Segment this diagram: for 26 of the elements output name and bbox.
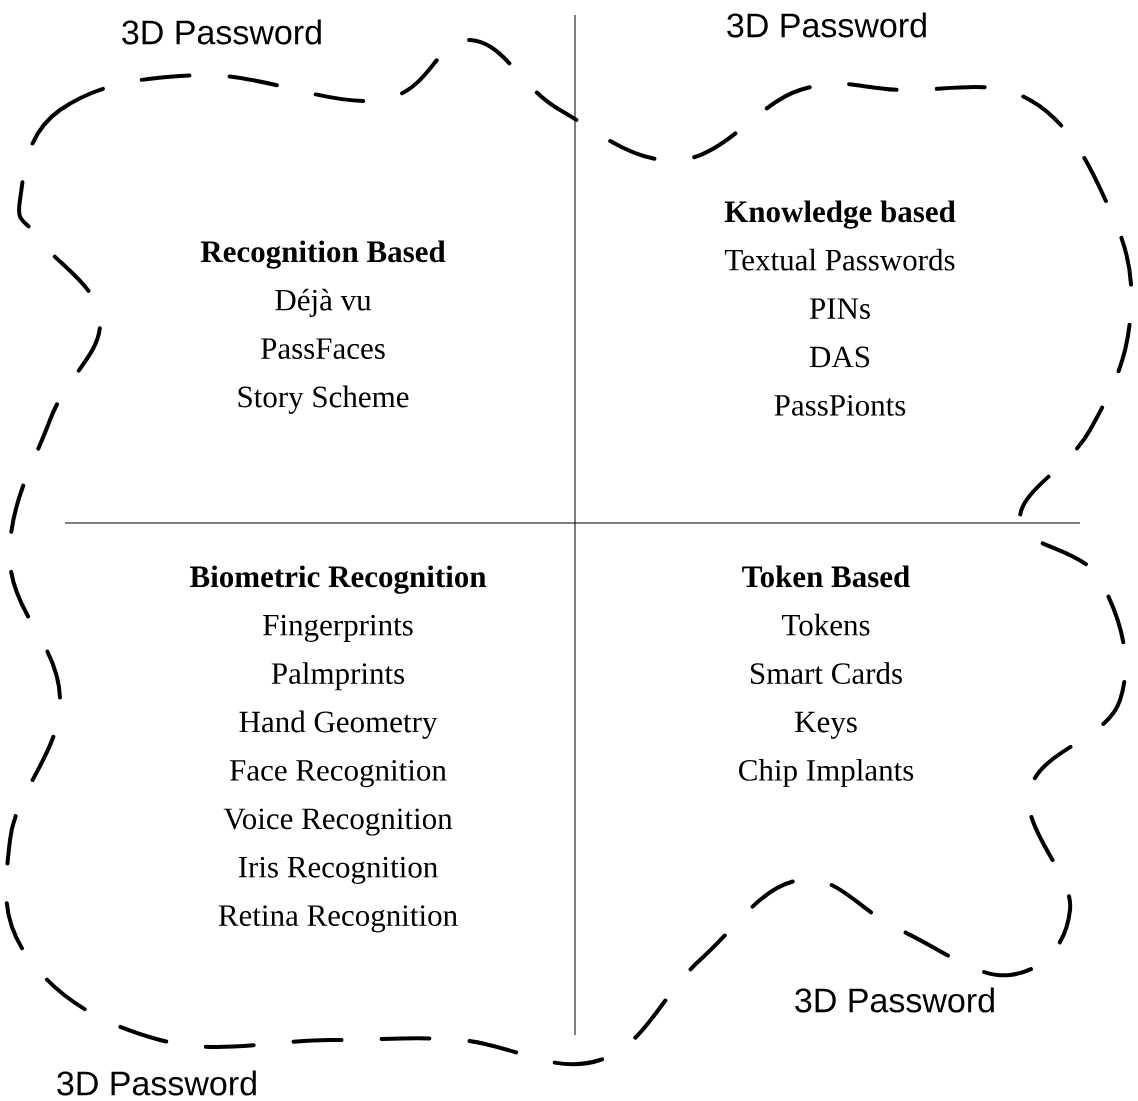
item-text: Déjà vu (275, 288, 372, 317)
item-text: PINs (809, 298, 870, 319)
cloud-label: 3D Password (122, 19, 321, 45)
item-text: PassPionts (774, 395, 906, 416)
item-text: Textual Passwords (725, 248, 955, 271)
cloud-label: 3D Password (795, 987, 994, 1013)
item-text: Tokens (782, 613, 870, 636)
quadrant-heading: Biometric Recognition (190, 565, 487, 594)
item-text: Chip Implants (739, 759, 914, 788)
quadrant-heading: Token Based (742, 565, 910, 588)
quadrant-heading: Recognition Based (200, 240, 446, 269)
item-text: DAS (809, 346, 870, 368)
quadrant-heading: Knowledge based (724, 200, 956, 229)
item-text: PassFaces (261, 338, 385, 359)
item-text: Fingerprints (263, 614, 413, 642)
item-text: Face Recognition (230, 760, 447, 788)
item-text: Voice Recognition (223, 808, 453, 836)
cloud-label: 3D Password (727, 12, 926, 38)
item-text: Palmprints (271, 662, 405, 691)
item-text: Keys (795, 711, 857, 739)
item-text: Smart Cards (751, 662, 902, 685)
item-text: Retina Recognition (218, 905, 458, 933)
item-text: Iris Recognition (238, 856, 438, 884)
item-text: Story Scheme (238, 385, 409, 414)
cloud-label: 3D Password (57, 1070, 256, 1096)
item-text: Hand Geometry (239, 710, 438, 739)
